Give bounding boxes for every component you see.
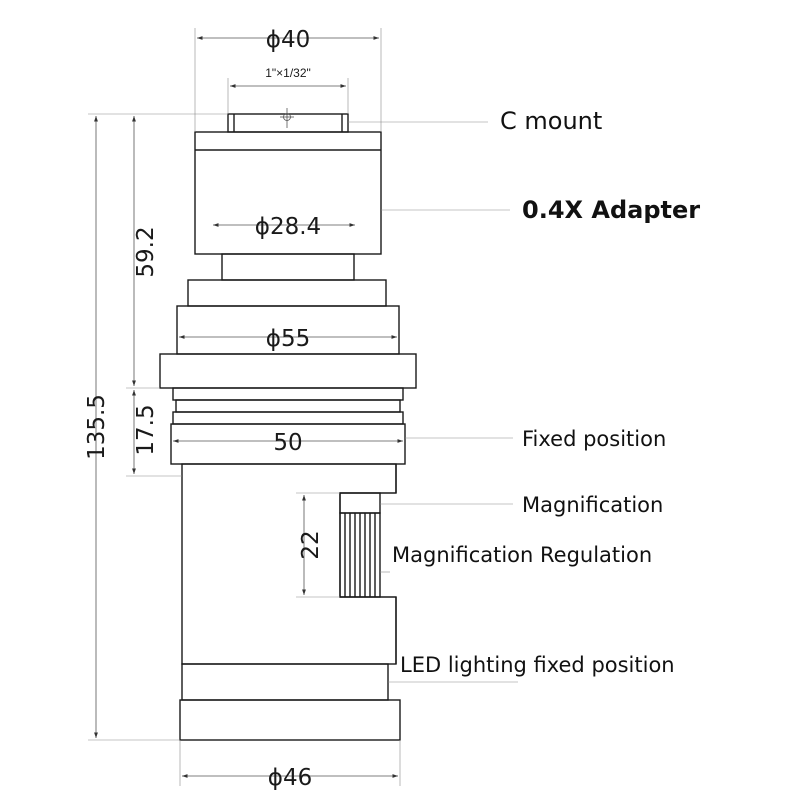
knurl-knob [339, 492, 381, 598]
bottom-diameter-dimension: ϕ46 [179, 740, 401, 791]
c-mount-label: C mount [500, 107, 602, 135]
adapter-height-label: 59.2 [133, 226, 159, 277]
fixed-position-label: Fixed position [522, 427, 666, 451]
adapter-inner-label: ϕ28.4 [255, 214, 321, 240]
thread-label: 1"×1/32" [265, 66, 311, 80]
led-position-label: LED lighting fixed position [400, 653, 675, 677]
knurl-height-dimension: 22 [296, 492, 340, 598]
flange-diameter-label: ϕ55 [266, 326, 310, 352]
top-diameter-dimension: ϕ40 [194, 27, 382, 132]
magnification-regulation-label: Magnification Regulation [392, 543, 652, 567]
total-height-dimension: 135.5 [84, 113, 228, 741]
fixed-section-dimension: 17.5 [126, 390, 182, 477]
fixed-section-label: 17.5 [133, 404, 159, 455]
callout-leaders [348, 121, 518, 683]
ring-width-label: 50 [273, 430, 302, 456]
thread-dimension: 1"×1/32" [227, 66, 349, 114]
flange-lip [159, 353, 417, 389]
adapter-label: 0.4X Adapter [522, 196, 700, 224]
flange-diameter-dimension: ϕ55 [179, 326, 397, 352]
ring-width-dimension: 50 [173, 430, 403, 456]
bottom-barrel [179, 699, 401, 741]
total-height-label: 135.5 [84, 394, 110, 460]
bottom-diameter-label: ϕ46 [268, 765, 312, 791]
adapter-neck [221, 253, 355, 281]
top-diameter-label: ϕ40 [266, 27, 310, 53]
magnification-label: Magnification [522, 493, 663, 517]
lens-body [159, 108, 417, 741]
adapter-height-dimension: 59.2 [126, 116, 160, 389]
led-ring [181, 663, 389, 701]
adapter-inner-dimension: ϕ28.4 [213, 214, 355, 240]
knurl-height-label: 22 [298, 530, 324, 559]
